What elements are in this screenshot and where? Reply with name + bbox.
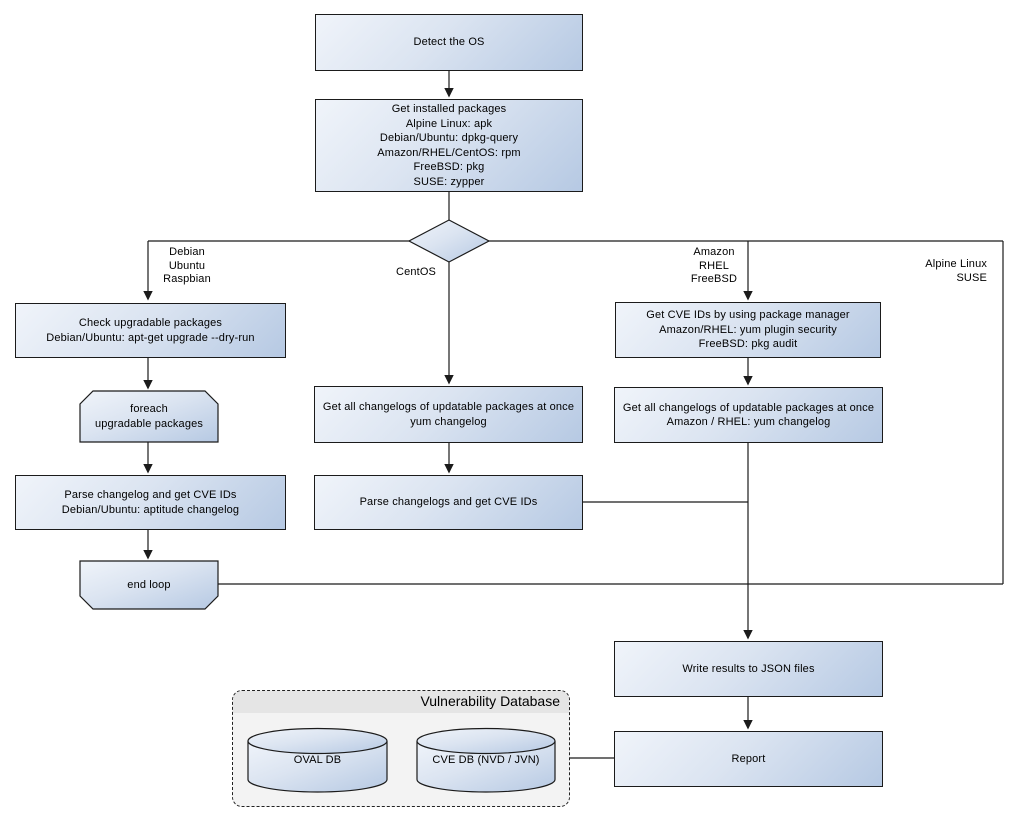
node-parse-changelog-debian: Parse changelog and get CVE IDs Debian/U… bbox=[15, 475, 286, 530]
node-detect-os: Detect the OS bbox=[315, 14, 583, 71]
node-write-results-json: Write results to JSON files bbox=[614, 641, 883, 697]
branch-label-debian: Debian Ubuntu Raspbian bbox=[163, 246, 211, 285]
node-check-upgradable-packages: Check upgradable packages Debian/Ubuntu:… bbox=[15, 303, 286, 358]
decision-diamond bbox=[407, 219, 491, 263]
node-end-loop-label: end loop bbox=[127, 578, 171, 591]
node-get-cve-ids-package-manager: Get CVE IDs by using package manager Ama… bbox=[615, 302, 881, 358]
cve-db-label: CVE DB (NVD / JVN) bbox=[432, 753, 540, 766]
node-centos-parse-changelogs: Parse changelogs and get CVE IDs bbox=[314, 475, 583, 530]
vulnerability-database-title: Vulnerability Database bbox=[420, 693, 560, 709]
vulnerability-database-header bbox=[233, 691, 569, 713]
node-get-installed-packages: Get installed packages Alpine Linux: apk… bbox=[315, 99, 583, 192]
node-centos-get-changelogs: Get all changelogs of updatable packages… bbox=[314, 386, 583, 443]
node-rhel-get-changelogs: Get all changelogs of updatable packages… bbox=[614, 387, 883, 443]
branch-label-alpine-suse: Alpine Linux SUSE bbox=[925, 258, 987, 284]
oval-db-label: OVAL DB bbox=[293, 753, 342, 766]
node-report: Report bbox=[614, 731, 883, 787]
branch-label-centos: CentOS bbox=[396, 266, 437, 278]
node-foreach-label: foreach upgradable packages bbox=[94, 403, 204, 430]
branch-label-amazon: Amazon RHEL FreeBSD bbox=[690, 246, 738, 285]
